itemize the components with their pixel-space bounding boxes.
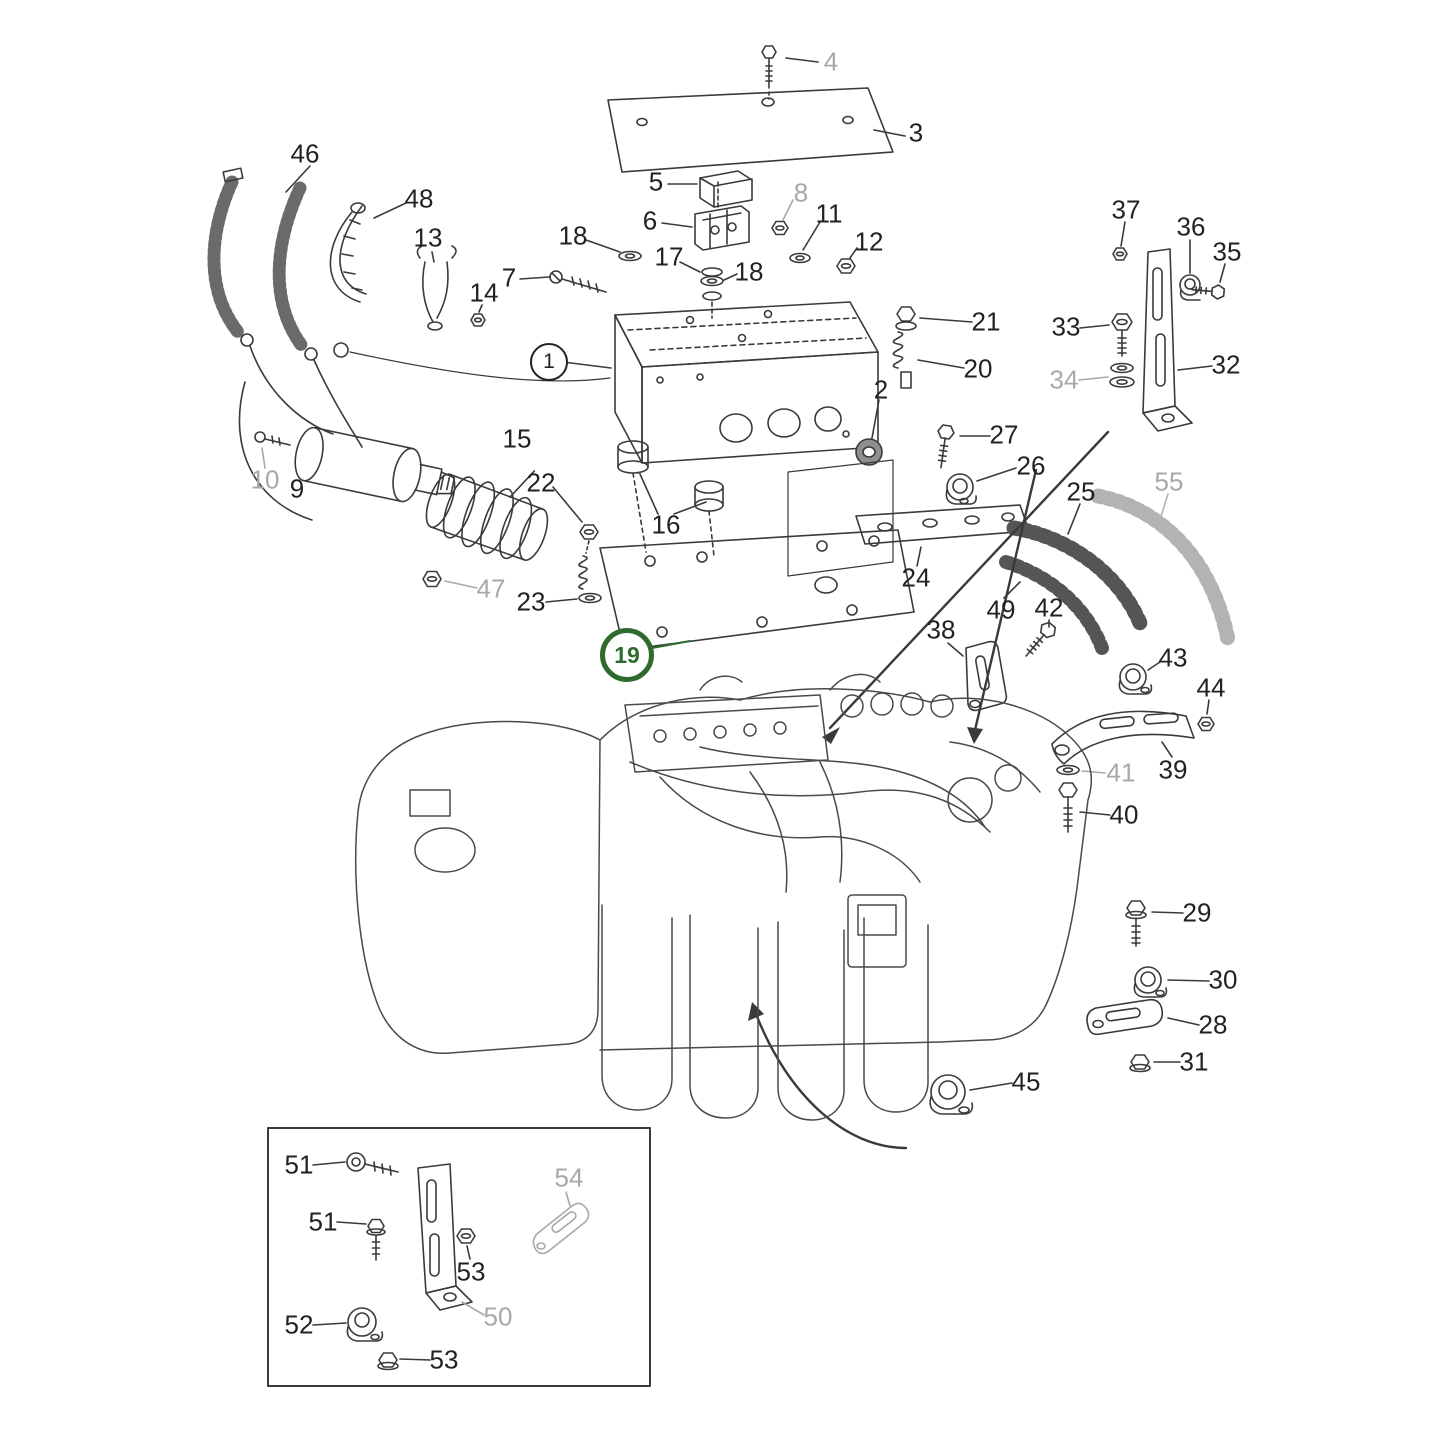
bracket-13	[416, 245, 457, 331]
inset-bracket-50	[417, 1163, 485, 1316]
solenoid-boot-15	[425, 470, 549, 561]
sweep-line	[238, 381, 313, 521]
ground-straps-46	[207, 165, 363, 448]
washers-34	[1078, 362, 1135, 388]
nut-8	[771, 199, 794, 236]
bolt-27	[937, 424, 991, 469]
nut-44	[1197, 699, 1215, 732]
bolt-42	[1025, 619, 1057, 657]
strap-48	[329, 202, 407, 303]
cover-plate	[607, 87, 906, 173]
inset-clamp-52	[312, 1307, 384, 1342]
inset-box	[267, 1127, 651, 1387]
nut-37	[1112, 221, 1128, 261]
clamp-43	[1118, 661, 1161, 695]
rear-panel	[787, 459, 894, 577]
washer-41	[1056, 764, 1106, 776]
bolt-35	[1191, 263, 1226, 300]
junction-box	[562, 301, 879, 464]
screw-7	[519, 270, 607, 293]
grommet-2	[855, 399, 883, 466]
bracket-28	[1086, 998, 1200, 1036]
bolt-33	[1079, 313, 1133, 357]
bolt-22	[552, 486, 599, 540]
engine	[355, 673, 1093, 1121]
clamp-36	[1179, 239, 1201, 301]
rubber-mounts-16	[617, 440, 724, 557]
wiring-loom-55	[1090, 488, 1236, 648]
washer-stack-17-18	[585, 239, 738, 319]
inset-bolt-51b	[336, 1218, 386, 1261]
bracket-39	[1051, 710, 1195, 765]
cover-screw	[761, 45, 819, 100]
nut-47	[422, 570, 478, 589]
bracket-32	[1142, 248, 1213, 432]
clamp-30	[1133, 966, 1210, 998]
bolt-29	[1125, 900, 1184, 947]
inset-bracket-54	[532, 1191, 590, 1255]
bolt-40	[1058, 782, 1111, 833]
nut-31	[1129, 1054, 1181, 1073]
clamp-26	[945, 467, 1017, 505]
starter-motor-9	[294, 426, 456, 503]
wiring-loom-25	[1006, 503, 1150, 636]
clamp-45	[929, 1074, 1013, 1115]
leader-to-box	[349, 351, 611, 382]
nut-12	[836, 247, 858, 274]
relay-5	[667, 170, 753, 208]
inset-nut-53a	[456, 1228, 476, 1260]
nut-14	[470, 304, 486, 327]
spring-washer-23	[545, 540, 602, 604]
bolt-21-spring-20	[892, 306, 973, 389]
inset-bolt-51a	[312, 1152, 399, 1176]
washer-11	[789, 221, 821, 264]
relay-6	[661, 179, 750, 251]
inset-nut-53b	[377, 1352, 431, 1371]
bracket-38	[947, 640, 1008, 712]
screw-10	[254, 431, 291, 469]
base-plate-19	[599, 529, 915, 651]
